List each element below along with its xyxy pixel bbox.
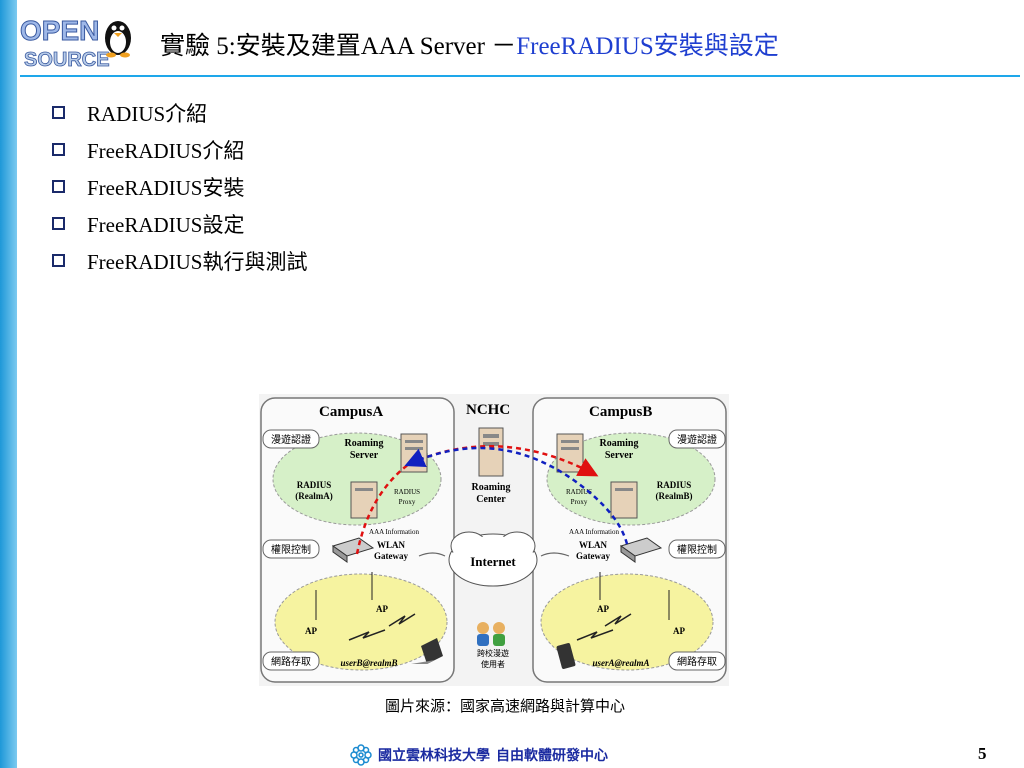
square-bullet-icon: [52, 217, 65, 230]
flower-logo-icon: [350, 744, 372, 766]
aaa-info-a-label: AAA Information: [369, 528, 419, 536]
radius-b-label: RADIUS: [657, 480, 692, 490]
page-number: 5: [978, 744, 987, 763]
square-bullet-icon: [52, 106, 65, 119]
svg-text:使用者: 使用者: [481, 659, 505, 669]
roaming-server-b-label: Roaming: [600, 438, 639, 449]
proxy-b-label: RADIUS: [566, 488, 592, 496]
tux-penguin-icon: [105, 21, 131, 58]
campus-a-access-zone: [274, 573, 448, 671]
wlan-gateway-a-icon: [331, 537, 375, 563]
aaa-info-b-label: AAA Information: [569, 528, 619, 536]
roaming-center-server-icon: [478, 427, 504, 477]
tag-roaming-auth-b: 漫遊認證: [677, 433, 717, 446]
wlan-gateway-b-icon: [619, 537, 663, 563]
campus-b-access-zone: [540, 573, 714, 671]
internet-cloud-icon: [448, 531, 538, 587]
access-point-icon: [315, 572, 670, 620]
bullet-list: RADIUS介紹 FreeRADIUS介紹 FreeRADIUS安裝 FreeR…: [52, 94, 308, 279]
pda-icon: [556, 643, 576, 669]
radius-a-server-icon: [350, 481, 378, 519]
logo-word-bottom: SOURCE: [24, 49, 110, 71]
svg-text:Gateway: Gateway: [374, 551, 408, 561]
left-accent-bar: [0, 0, 17, 768]
wlan-gateway-a-label: WLAN: [377, 540, 406, 550]
tag-network-access-a: 網路存取: [271, 655, 311, 668]
image-caption: 圖片來源：國家高速網路與計算中心: [384, 699, 625, 715]
square-bullet-icon: [52, 254, 65, 267]
proxy-a-label: RADIUS: [394, 488, 420, 496]
campus-a-label: CampusA: [319, 404, 383, 420]
bullet-item: RADIUS介紹: [52, 94, 308, 131]
logo-word-top: OPEN: [20, 15, 99, 46]
bullet-text: RADIUS介紹: [87, 101, 208, 126]
svg-text:Server: Server: [605, 450, 634, 461]
tag-access-control-b: 權限控制: [677, 543, 717, 556]
cross-users-icon: [477, 622, 505, 646]
svg-text:Proxy: Proxy: [399, 498, 416, 506]
laptop-icon: [411, 638, 443, 664]
roaming-center-label: Roaming: [472, 482, 511, 493]
tag-network-access-b: 網路存取: [677, 655, 717, 668]
tag-access-control-a: 權限控制: [271, 543, 311, 556]
wireless-signal-icon: [348, 629, 386, 641]
bullet-text: FreeRADIUS執行與測試: [87, 249, 308, 274]
campus-b-auth-zone: [546, 432, 716, 526]
footer: 國立雲林科技大學自由軟體研發中心: [350, 744, 608, 766]
cross-user-label: 跨校漫遊: [477, 648, 509, 658]
svg-text:(RealmA): (RealmA): [295, 491, 333, 501]
svg-text:AP: AP: [597, 604, 609, 614]
bullet-text: FreeRADIUS介紹: [87, 138, 245, 163]
bullet-text: FreeRADIUS安裝: [87, 175, 245, 200]
title-underline: [20, 75, 1020, 77]
svg-text:Server: Server: [350, 450, 379, 461]
ap-label: AP: [305, 626, 317, 636]
bullet-item: FreeRADIUS介紹: [52, 131, 308, 168]
svg-text:AP: AP: [376, 604, 388, 614]
radius-b-server-icon: [610, 481, 638, 519]
wlan-gateway-b-label: WLAN: [579, 540, 608, 550]
title-highlight: FreeRADIUS安裝與設定: [516, 33, 779, 60]
roaming-server-a-label: Roaming: [345, 438, 384, 449]
open-source-logo: OPEN SOURCE: [20, 15, 131, 71]
roaming-network-diagram: CampusA CampusB NCHC Roaming Center Roam…: [259, 394, 729, 686]
svg-text:Gateway: Gateway: [576, 551, 610, 561]
svg-text:Proxy: Proxy: [571, 498, 588, 506]
footer-university: 國立雲林科技大學: [378, 749, 490, 764]
user-a-label: userB@realmB: [341, 658, 398, 668]
nchc-label: NCHC: [466, 402, 510, 418]
svg-text:Center: Center: [476, 494, 506, 505]
slide-title: 實驗 5:安裝及建置AAA Server －FreeRADIUS安裝與設定: [160, 26, 779, 62]
footer-center: 自由軟體研發中心: [496, 749, 608, 764]
bullet-item: FreeRADIUS執行與測試: [52, 242, 308, 279]
internet-label: Internet: [470, 554, 516, 569]
roaming-server-b-icon: [556, 433, 584, 473]
tag-roaming-auth-a: 漫遊認證: [271, 433, 311, 446]
bullet-item: FreeRADIUS設定: [52, 205, 308, 242]
square-bullet-icon: [52, 143, 65, 156]
bullet-item: FreeRADIUS安裝: [52, 168, 308, 205]
campus-a-auth-zone: [272, 432, 442, 526]
user-b-label: userA@realmA: [593, 658, 650, 668]
svg-text:AP: AP: [673, 626, 685, 636]
bullet-text: FreeRADIUS設定: [87, 212, 245, 237]
svg-text:(RealmB): (RealmB): [656, 491, 693, 501]
square-bullet-icon: [52, 180, 65, 193]
title-main: 實驗 5:安裝及建置AAA Server －: [160, 33, 517, 60]
campus-b-label: CampusB: [589, 404, 652, 420]
radius-a-label: RADIUS: [297, 480, 332, 490]
